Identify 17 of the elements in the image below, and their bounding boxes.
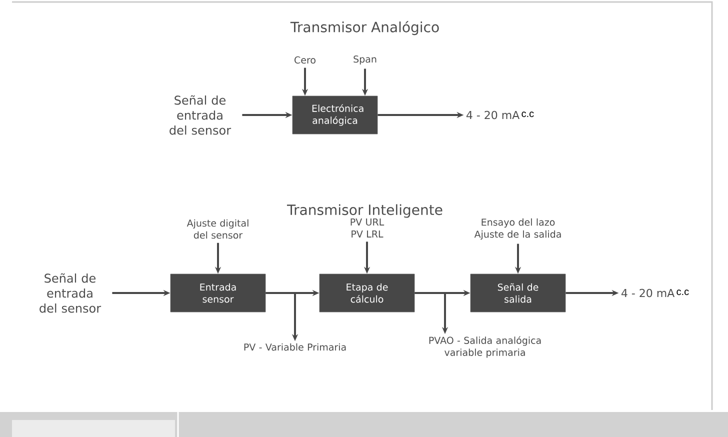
output-label: 4 - 20 mA c.c (466, 110, 534, 120)
process-box: Señal de salida (470, 274, 566, 312)
input-label: PV URL PV LRL (350, 218, 384, 238)
output-label: PVAO - Salida analógica variable primaria (429, 336, 541, 358)
input-label: Span (354, 55, 376, 65)
section-heading: Transmisor Inteligente (286, 204, 442, 218)
process-box: Entrada sensor (170, 274, 266, 312)
output-label: 4 - 20 mA c.c (621, 288, 689, 298)
section-heading: Transmisor Analógico (290, 20, 439, 36)
output-label: PV - Variable Primaria (244, 343, 346, 351)
input-label: Señal de entrada del sensor (170, 95, 232, 135)
input-label: Cero (294, 56, 316, 64)
process-box: Etapa de cálculo (319, 274, 415, 312)
input-label: Señal de entrada del sensor (40, 273, 102, 313)
input-label: Ajuste digital del sensor (186, 219, 248, 239)
process-box: Electrónica analógica (292, 96, 378, 134)
input-label: Ensayo del lazo Ajuste de la salida (474, 218, 561, 240)
